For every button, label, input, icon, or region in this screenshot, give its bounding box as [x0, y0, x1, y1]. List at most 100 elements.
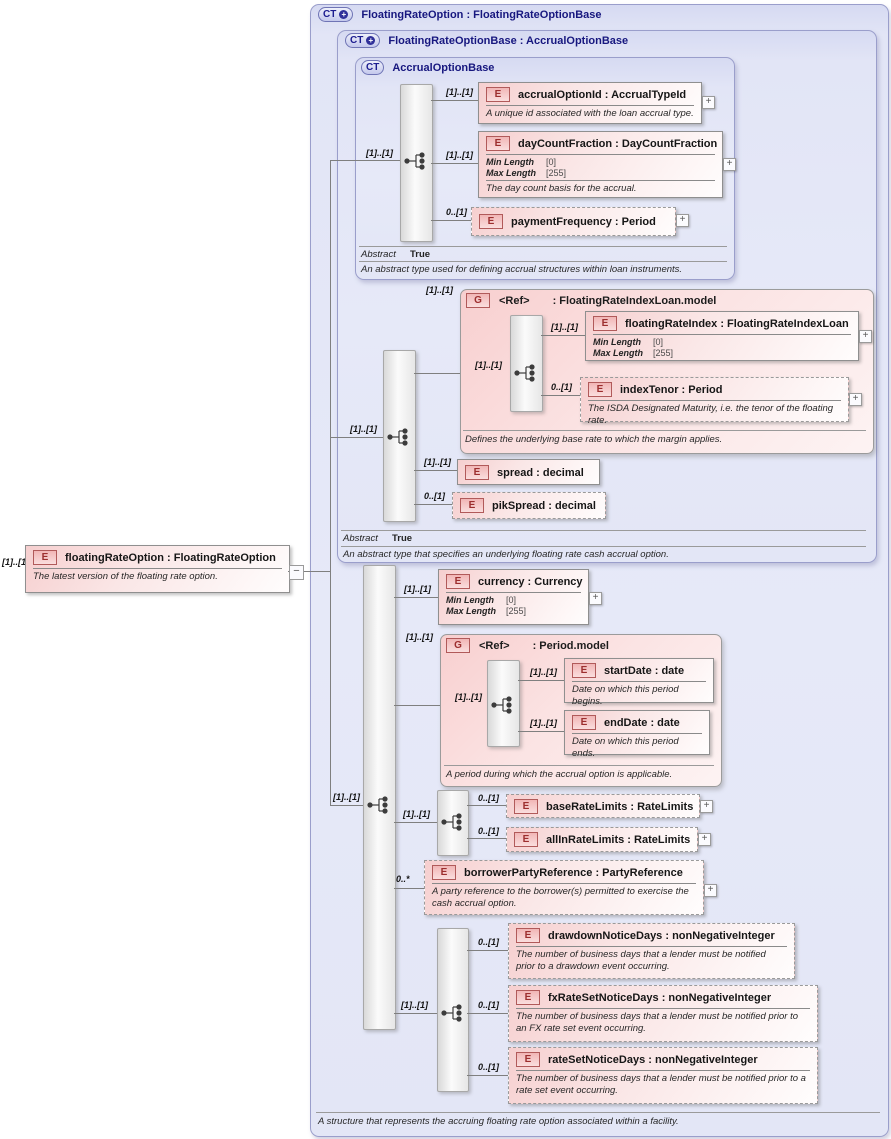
facet-row: Max Length[255] — [486, 167, 567, 178]
element-floatingRateOption[interactable]: E floatingRateOption : FloatingRateOptio… — [25, 545, 290, 593]
element-accrualOptionId[interactable]: E accrualOptionId : AccrualTypeId A uniq… — [478, 82, 702, 124]
element-spread[interactable]: E spread : decimal — [457, 459, 600, 485]
divider — [486, 154, 715, 155]
cardinality-label: 0..[1] — [446, 207, 468, 217]
element-baseRateLimits[interactable]: E baseRateLimits : RateLimits — [506, 794, 700, 818]
group-icon: G — [466, 293, 490, 308]
connector-line — [394, 888, 424, 889]
ct-annotation: An abstract type used for defining accru… — [361, 264, 683, 275]
element-icon: E — [465, 465, 489, 480]
expand-icon[interactable]: + — [849, 393, 862, 406]
facet-row: Min Length[0] — [486, 157, 557, 167]
element-indexTenor[interactable]: E indexTenor : Period The ISDA Designate… — [580, 377, 849, 426]
element-icon: E — [572, 663, 596, 678]
ct-badge-label: CT — [350, 35, 364, 46]
cardinality-label: [1]..[1] — [446, 87, 473, 97]
sequence-icon — [367, 796, 388, 814]
expand-icon[interactable]: + — [704, 884, 717, 897]
element-paymentFrequency[interactable]: E paymentFrequency : Period — [471, 207, 676, 236]
cardinality-label: [1]..[1] — [2, 557, 29, 567]
cardinality-label: [1]..[1] — [475, 360, 502, 370]
element-icon: E — [588, 382, 612, 397]
connector-line — [518, 731, 564, 732]
element-rateSetNoticeDays[interactable]: E rateSetNoticeDays : nonNegativeInteger… — [508, 1047, 818, 1104]
connector-line — [518, 680, 564, 681]
element-icon: E — [514, 832, 538, 847]
ct-annotation: An abstract type that specifies an under… — [343, 549, 669, 560]
sequence-icon — [491, 696, 512, 714]
element-icon: E — [516, 1052, 540, 1067]
ct-title: FloatingRateOption : FloatingRateOptionB… — [361, 8, 602, 21]
element-dayCountFraction[interactable]: E dayCountFraction : DayCountFraction Mi… — [478, 131, 723, 198]
connector-line — [541, 335, 585, 336]
abstract-label: Abstract — [343, 533, 378, 544]
sequence-icon — [404, 152, 425, 170]
divider — [341, 546, 866, 547]
expand-icon[interactable]: + — [698, 833, 711, 846]
facet-row: Max Length[255] — [446, 605, 527, 616]
element-borrowerPartyReference[interactable]: E borrowerPartyReference : PartyReferenc… — [424, 860, 704, 915]
cardinality-label: 0..[1] — [424, 491, 446, 501]
ct-title: AccrualOptionBase — [392, 61, 495, 74]
element-endDate[interactable]: E endDate : date Date on which this peri… — [564, 710, 710, 759]
element-name: borrowerPartyReference : PartyReference — [464, 866, 683, 879]
element-icon: E — [446, 574, 470, 589]
divider — [588, 400, 841, 401]
sequence-icon — [387, 428, 408, 446]
divider — [341, 530, 866, 531]
cardinality-label: [1]..[1] — [424, 457, 451, 467]
connector-line — [330, 805, 363, 806]
element-drawdownNoticeDays[interactable]: E drawdownNoticeDays : nonNegativeIntege… — [508, 923, 795, 979]
cardinality-label: [1]..[1] — [455, 692, 482, 702]
element-name: pikSpread : decimal — [492, 499, 596, 512]
facet-row: Min Length[0] — [593, 337, 664, 347]
collapse-icon[interactable]: − — [289, 565, 304, 580]
element-icon: E — [460, 498, 484, 513]
expand-icon[interactable]: + — [676, 214, 689, 227]
element-icon: E — [479, 214, 503, 229]
expand-icon[interactable]: + — [723, 158, 736, 171]
sequence-compositor[interactable] — [363, 565, 396, 1030]
cardinality-label: [1]..[1] — [401, 1000, 428, 1010]
cardinality-label: 0..[1] — [478, 1000, 500, 1010]
expand-icon[interactable]: + — [589, 592, 602, 605]
element-fxRateSetNoticeDays[interactable]: E fxRateSetNoticeDays : nonNegativeInteg… — [508, 985, 818, 1042]
element-icon: E — [516, 928, 540, 943]
expand-icon[interactable]: + — [702, 96, 715, 109]
element-icon: E — [572, 715, 596, 730]
element-allInRateLimits[interactable]: E allInRateLimits : RateLimits — [506, 827, 698, 852]
cardinality-label: [1]..[1] — [366, 148, 393, 158]
ct-header-accrual-option-base[interactable]: CT AccrualOptionBase — [361, 60, 494, 75]
divider — [572, 681, 706, 682]
cardinality-label: 0..[1] — [478, 826, 500, 836]
element-name: paymentFrequency : Period — [511, 215, 656, 228]
element-currency[interactable]: E currency : Currency Min Length[0] Max … — [438, 569, 589, 625]
ct-header-floating-rate-option-base[interactable]: CT+ FloatingRateOptionBase : AccrualOpti… — [345, 33, 628, 48]
divider — [516, 1008, 810, 1009]
ct-badge-label: CT — [323, 9, 337, 20]
connector-line — [467, 950, 508, 951]
element-floatingRateIndex[interactable]: E floatingRateIndex : FloatingRateIndexL… — [585, 311, 859, 361]
element-pikSpread[interactable]: E pikSpread : decimal — [452, 492, 606, 519]
complex-type-icon: CT+ — [318, 7, 354, 22]
expand-icon[interactable]: + — [859, 330, 872, 343]
divider — [359, 246, 727, 247]
expand-icon[interactable]: + — [700, 800, 713, 813]
element-title-row: E floatingRateOption : FloatingRateOptio… — [26, 546, 289, 568]
element-annotation: The number of business days that a lende… — [516, 949, 766, 972]
element-icon: E — [516, 990, 540, 1005]
element-name: floatingRateIndex : FloatingRateIndexLoa… — [625, 317, 849, 330]
element-icon: E — [593, 316, 617, 331]
cardinality-label: [1]..[1] — [333, 792, 360, 802]
cardinality-label: 0..* — [396, 874, 410, 884]
element-name: rateSetNoticeDays : nonNegativeInteger — [548, 1053, 758, 1066]
cardinality-label: [1]..[1] — [350, 424, 377, 434]
ct-header-floating-rate-option[interactable]: CT+ FloatingRateOption : FloatingRateOpt… — [318, 7, 602, 22]
divider — [593, 334, 851, 335]
element-annotation: Date on which this period ends. — [572, 736, 679, 759]
element-startDate[interactable]: E startDate : date Date on which this pe… — [564, 658, 714, 707]
sequence-compositor[interactable] — [510, 315, 543, 412]
connector-line — [467, 838, 506, 839]
group-annotation: Defines the underlying base rate to whic… — [465, 434, 723, 445]
cardinality-label: [1]..[1] — [426, 285, 453, 295]
